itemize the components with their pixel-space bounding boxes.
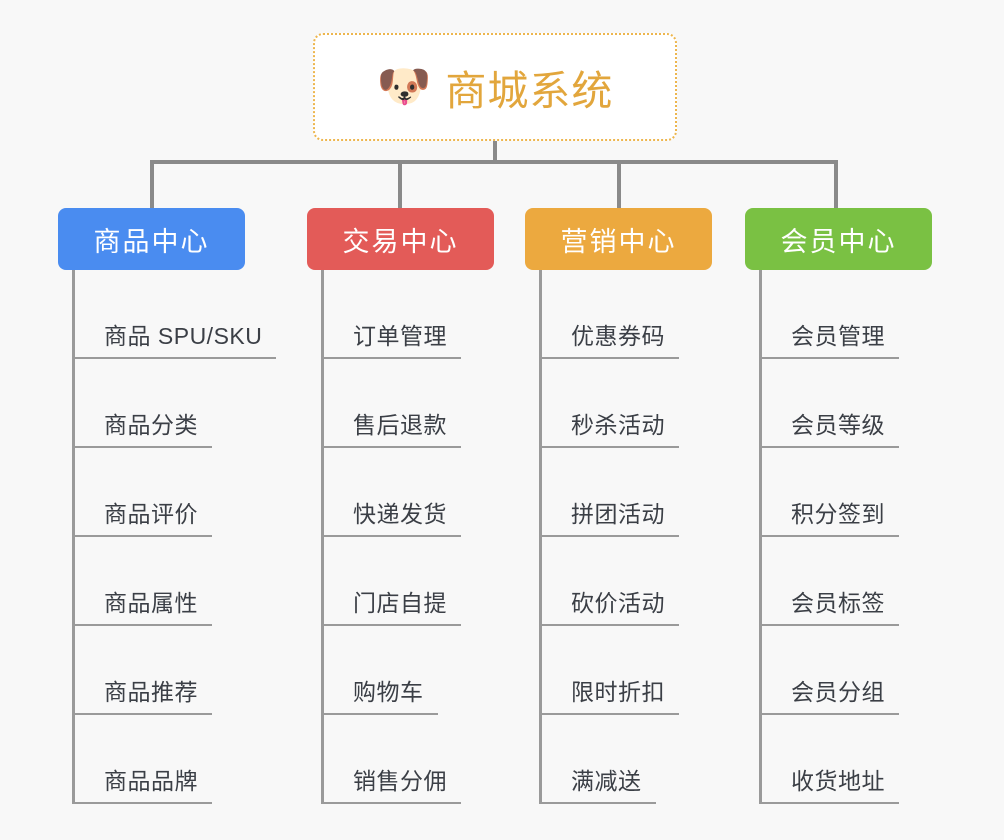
category-header-label: 交易中心 bbox=[342, 226, 459, 257]
leaf-item[interactable]: 商品评价 bbox=[58, 448, 245, 537]
leaf-stack-marketing: 优惠券码 秒杀活动 拼团活动 砍价活动 限时折扣 满减送 bbox=[525, 270, 712, 804]
leaf-item-label: 会员标签 bbox=[791, 590, 885, 616]
leaf-item-label: 门店自提 bbox=[353, 590, 447, 616]
leaf-item[interactable]: 收货地址 bbox=[745, 715, 932, 804]
leaf-item[interactable]: 商品属性 bbox=[58, 537, 245, 626]
category-column-product: 商品中心 商品 SPU/SKU 商品分类 商品评价 商品属性 商品推荐 商品品牌 bbox=[58, 208, 277, 804]
leaf-stack-product: 商品 SPU/SKU 商品分类 商品评价 商品属性 商品推荐 商品品牌 bbox=[58, 270, 277, 804]
leaf-item[interactable]: 商品分类 bbox=[58, 359, 245, 448]
leaf-item-label: 限时折扣 bbox=[571, 679, 665, 705]
root-title: 商城系统 bbox=[445, 68, 614, 114]
leaf-item-label: 收货地址 bbox=[791, 768, 885, 794]
leaf-item[interactable]: 积分签到 bbox=[745, 448, 932, 537]
leaf-item-label: 商品品牌 bbox=[104, 768, 198, 794]
branch-drop-connector-1 bbox=[150, 160, 154, 210]
leaf-item-label: 快递发货 bbox=[353, 501, 447, 527]
category-column-marketing: 营销中心 优惠券码 秒杀活动 拼团活动 砍价活动 限时折扣 满减送 bbox=[525, 208, 712, 804]
category-header-marketing[interactable]: 营销中心 bbox=[525, 208, 712, 270]
category-column-trade: 交易中心 订单管理 售后退款 快递发货 门店自提 购物车 销售分佣 bbox=[307, 208, 494, 804]
leaf-item-label: 砍价活动 bbox=[571, 590, 665, 616]
leaf-item[interactable]: 会员等级 bbox=[745, 359, 932, 448]
leaf-item[interactable]: 会员分组 bbox=[745, 626, 932, 715]
leaf-item-label: 商品评价 bbox=[104, 501, 198, 527]
leaf-trunk-line bbox=[321, 270, 324, 804]
leaf-item[interactable]: 商品推荐 bbox=[58, 626, 245, 715]
leaf-item[interactable]: 限时折扣 bbox=[525, 626, 712, 715]
category-header-trade[interactable]: 交易中心 bbox=[307, 208, 494, 270]
leaf-item-label: 积分签到 bbox=[791, 501, 885, 527]
leaf-item[interactable]: 满减送 bbox=[525, 715, 712, 804]
category-header-label: 营销中心 bbox=[560, 226, 677, 257]
leaf-item-label: 商品分类 bbox=[104, 412, 198, 438]
shiba-dog-face-icon: 🐶 bbox=[376, 62, 432, 111]
leaf-item-label: 订单管理 bbox=[353, 323, 447, 349]
root-stem-connector bbox=[493, 141, 497, 162]
leaf-item[interactable]: 会员标签 bbox=[745, 537, 932, 626]
leaf-item[interactable]: 门店自提 bbox=[307, 537, 494, 626]
leaf-trunk-line bbox=[539, 270, 542, 804]
leaf-item[interactable]: 优惠券码 bbox=[525, 270, 712, 359]
leaf-trunk-line bbox=[72, 270, 75, 804]
leaf-item-label: 会员管理 bbox=[791, 323, 885, 349]
leaf-item-label: 商品推荐 bbox=[104, 679, 198, 705]
branch-drop-connector-4 bbox=[834, 160, 838, 210]
leaf-item-label: 购物车 bbox=[353, 679, 424, 705]
leaf-item-label: 会员分组 bbox=[791, 679, 885, 705]
leaf-item-label: 拼团活动 bbox=[571, 501, 665, 527]
category-header-member[interactable]: 会员中心 bbox=[745, 208, 932, 270]
leaf-item[interactable]: 购物车 bbox=[307, 626, 494, 715]
leaf-stack-member: 会员管理 会员等级 积分签到 会员标签 会员分组 收货地址 bbox=[745, 270, 932, 804]
leaf-item[interactable]: 订单管理 bbox=[307, 270, 494, 359]
leaf-item[interactable]: 商品 SPU/SKU bbox=[58, 270, 277, 359]
leaf-item-label: 秒杀活动 bbox=[571, 412, 665, 438]
leaf-item[interactable]: 售后退款 bbox=[307, 359, 494, 448]
category-header-label: 商品中心 bbox=[93, 226, 210, 257]
branch-drop-connector-3 bbox=[617, 160, 621, 210]
category-header-label: 会员中心 bbox=[780, 226, 897, 257]
leaf-item[interactable]: 秒杀活动 bbox=[525, 359, 712, 448]
leaf-trunk-line bbox=[759, 270, 762, 804]
leaf-item[interactable]: 销售分佣 bbox=[307, 715, 494, 804]
leaf-item-label: 优惠券码 bbox=[571, 323, 665, 349]
root-node[interactable]: 🐶 商城系统 bbox=[313, 33, 677, 141]
leaf-item-label: 销售分佣 bbox=[353, 768, 447, 794]
leaf-item-label: 满减送 bbox=[571, 768, 642, 794]
leaf-stack-trade: 订单管理 售后退款 快递发货 门店自提 购物车 销售分佣 bbox=[307, 270, 494, 804]
leaf-item[interactable]: 拼团活动 bbox=[525, 448, 712, 537]
branch-bus-connector bbox=[150, 160, 838, 164]
leaf-item-label: 商品 SPU/SKU bbox=[104, 323, 263, 349]
leaf-item-label: 商品属性 bbox=[104, 590, 198, 616]
leaf-item[interactable]: 砍价活动 bbox=[525, 537, 712, 626]
category-header-product[interactable]: 商品中心 bbox=[58, 208, 245, 270]
leaf-item[interactable]: 商品品牌 bbox=[58, 715, 245, 804]
leaf-item-label: 会员等级 bbox=[791, 412, 885, 438]
branch-drop-connector-2 bbox=[398, 160, 402, 210]
leaf-item[interactable]: 快递发货 bbox=[307, 448, 494, 537]
leaf-item[interactable]: 会员管理 bbox=[745, 270, 932, 359]
category-column-member: 会员中心 会员管理 会员等级 积分签到 会员标签 会员分组 收货地址 bbox=[745, 208, 932, 804]
leaf-item-label: 售后退款 bbox=[353, 412, 447, 438]
